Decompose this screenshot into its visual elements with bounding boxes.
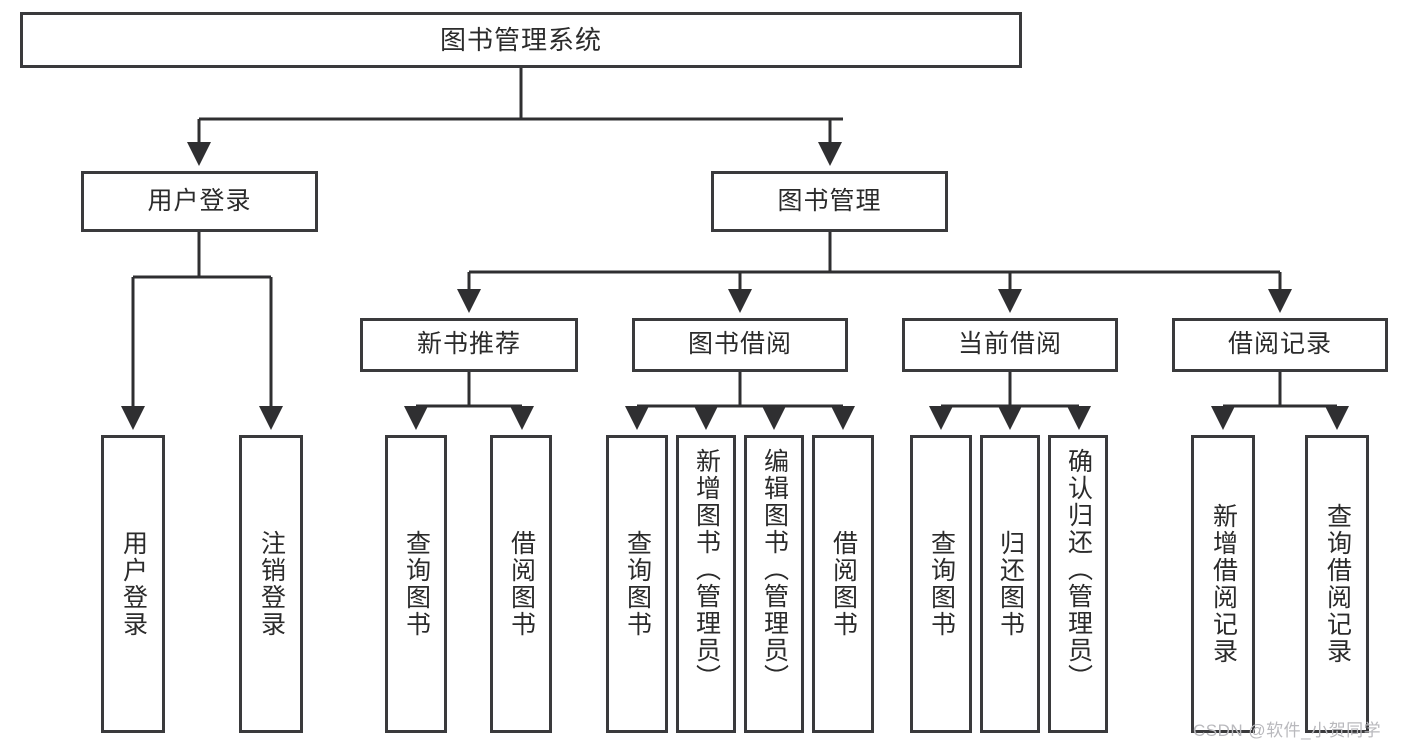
node-label: 新增图书（管理员） [692,448,721,691]
node-label: 借阅记录 [1227,330,1332,359]
leaf-query-book-new[interactable]: 查询图书 [385,435,447,733]
node-label: 确认归还（管理员） [1064,448,1093,691]
node-label: 用户登录 [147,186,252,215]
leaf-return-book[interactable]: 归还图书 [980,435,1040,733]
node-label: 当前借阅 [957,330,1062,359]
node-current-borrow[interactable]: 当前借阅 [902,318,1118,372]
node-label: 用户登录 [119,530,148,638]
leaf-borrow-book-new[interactable]: 借阅图书 [490,435,552,733]
node-label: 新书推荐 [416,330,521,359]
leaf-add-book-admin[interactable]: 新增图书（管理员） [676,435,736,733]
leaf-edit-book-admin[interactable]: 编辑图书（管理员） [744,435,804,733]
node-label: 借阅图书 [829,530,858,638]
node-label: 借阅图书 [507,530,536,638]
node-book-manage[interactable]: 图书管理 [711,171,948,232]
csdn-watermark: CSDN @软件_小贺同学 [1193,721,1382,740]
node-label: 图书管理 [777,186,882,215]
node-label: 图书借阅 [687,330,792,359]
leaf-add-borrow-record[interactable]: 新增借阅记录 [1191,435,1255,733]
node-new-book-rec[interactable]: 新书推荐 [360,318,578,372]
leaf-query-book-current[interactable]: 查询图书 [910,435,972,733]
node-user-login[interactable]: 用户登录 [81,171,318,232]
node-label: 查询图书 [623,530,652,638]
node-label: 图书管理系统 [439,24,602,55]
node-label: 编辑图书（管理员） [760,448,789,691]
leaf-query-borrow-record[interactable]: 查询借阅记录 [1305,435,1369,733]
leaf-confirm-return-admin[interactable]: 确认归还（管理员） [1048,435,1108,733]
leaf-logout-login[interactable]: 注销登录 [239,435,303,733]
node-book-borrow[interactable]: 图书借阅 [632,318,848,372]
leaf-user-login[interactable]: 用户登录 [101,435,165,733]
node-label: 查询图书 [402,530,431,638]
leaf-borrow-book-borrow[interactable]: 借阅图书 [812,435,874,733]
node-borrow-record[interactable]: 借阅记录 [1172,318,1388,372]
node-label: 查询借阅记录 [1323,503,1352,665]
node-label: 查询图书 [927,530,956,638]
node-label: 新增借阅记录 [1209,503,1238,665]
node-root-system[interactable]: 图书管理系统 [20,12,1022,68]
node-label: 注销登录 [257,530,286,638]
node-label: 归还图书 [996,530,1025,638]
leaf-query-book-borrow[interactable]: 查询图书 [606,435,668,733]
